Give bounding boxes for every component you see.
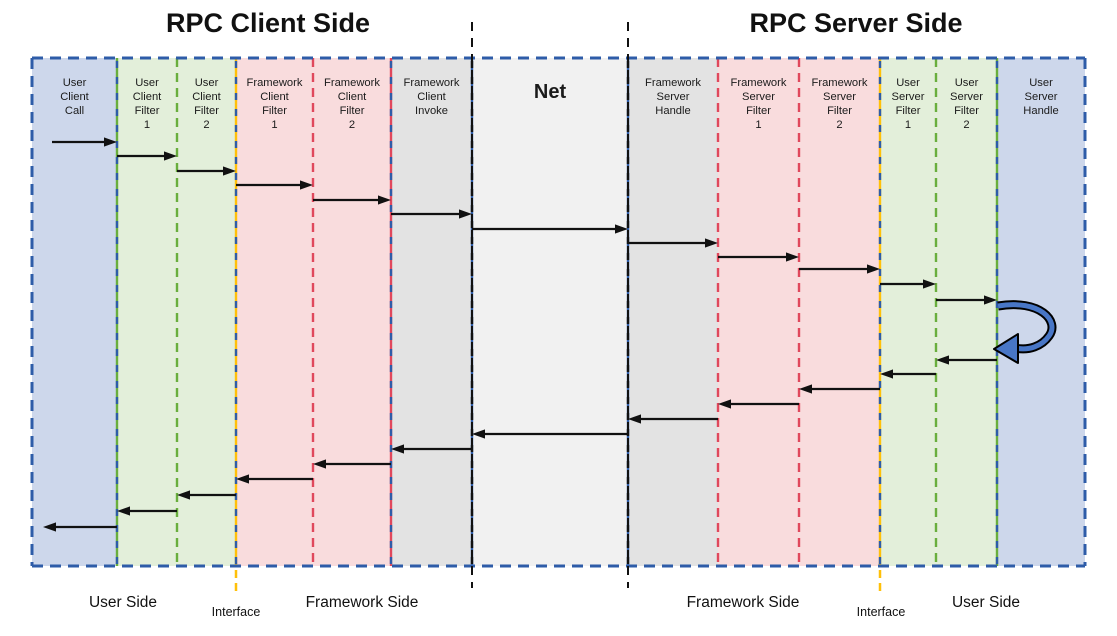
- response-arrow-11-head: [117, 506, 130, 516]
- bottom-label-framework-side-right: Framework Side: [687, 594, 800, 611]
- column-framework-client-filter-2: [313, 58, 391, 566]
- request-arrow-9-head: [786, 252, 799, 262]
- column-framework-server-handle: [628, 58, 718, 566]
- request-arrow-3-head: [223, 166, 236, 176]
- response-arrow-8-head: [313, 459, 326, 469]
- response-arrow-3-head: [799, 384, 812, 394]
- bottom-label-interface-right: Interface: [857, 605, 906, 619]
- request-arrow-7-head: [615, 224, 628, 234]
- response-arrow-7-head: [391, 444, 404, 454]
- column-framework-server-filter-2: [799, 58, 880, 566]
- column-user-client-call: [32, 58, 117, 566]
- request-arrow-10-head: [867, 264, 880, 274]
- request-arrow-12-head: [984, 295, 997, 305]
- bottom-label-user-side-left: User Side: [89, 594, 157, 611]
- request-arrow-5-head: [378, 195, 391, 205]
- client-side-title: RPC Client Side: [165, 8, 371, 38]
- column-user-client-filter-2: [177, 58, 236, 566]
- response-arrow-2-head: [880, 369, 893, 379]
- bottom-label-user-side-right: User Side: [952, 594, 1020, 611]
- response-arrow-1-head: [936, 355, 949, 365]
- column-net: [472, 58, 628, 566]
- column-user-server-filter-2: [936, 58, 997, 566]
- response-arrow-6-head: [472, 429, 485, 439]
- request-arrow-1-head: [104, 137, 117, 147]
- column-user-client-filter-1: [117, 58, 177, 566]
- request-arrow-8-head: [705, 238, 718, 248]
- column-framework-server-filter-1: [718, 58, 799, 566]
- loop-arrow: [997, 302, 1055, 352]
- bottom-label-interface-left: Interface: [212, 605, 261, 619]
- column-framework-client-filter-1: [236, 58, 313, 566]
- response-arrow-10-head: [177, 490, 190, 500]
- request-arrow-6-head: [459, 209, 472, 219]
- bottom-label-framework-side-left: Framework Side: [306, 594, 419, 611]
- response-arrow-12-head: [43, 522, 56, 532]
- loop-arrow-head: [993, 333, 1019, 364]
- column-user-server-filter-1: [880, 58, 936, 566]
- request-arrow-11-head: [923, 279, 936, 289]
- server-side-title: RPC Server Side: [749, 8, 963, 38]
- response-arrow-4-head: [718, 399, 731, 409]
- request-arrow-2-head: [164, 151, 177, 161]
- column-label-net: Net: [534, 81, 567, 103]
- response-arrow-5-head: [628, 414, 641, 424]
- column-framework-client-invoke: [391, 58, 472, 566]
- request-arrow-4-head: [300, 180, 313, 190]
- response-arrow-9-head: [236, 474, 249, 484]
